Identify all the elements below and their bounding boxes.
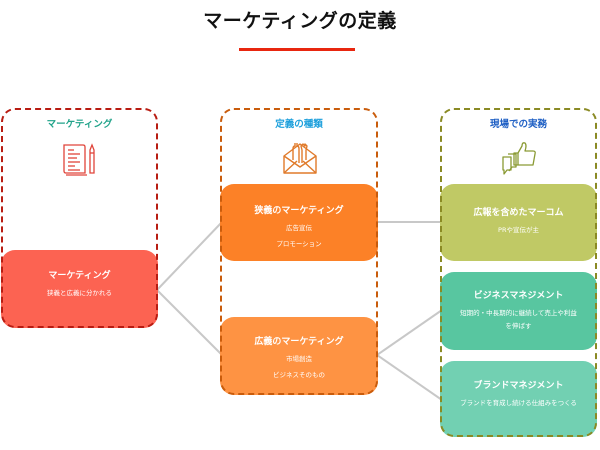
connector-broad-bizmgmt: [376, 309, 443, 356]
column-marketing: マーケティング: [1, 108, 158, 328]
card-line: ビジネスそのもの: [273, 371, 325, 379]
card-title: 狭義のマーケティング: [254, 206, 344, 216]
card-marcom[interactable]: 広報を含めたマーコム PRや宣伝が主: [440, 184, 597, 261]
card-broad-marketing[interactable]: 広義のマーケティング 市場創造 ビジネスそのもの: [220, 317, 378, 395]
column-heading: マーケティング: [46, 119, 113, 130]
card-narrow-marketing[interactable]: 狭義のマーケティング 広告宣伝 プロモーション: [220, 184, 378, 261]
connector-broad-brandmgmt: [376, 354, 443, 401]
connector-marketing-broad: [156, 289, 223, 356]
card-line: ブランドを育成し続ける仕組みをつくる: [460, 399, 577, 407]
column-heading: 定義の種類: [275, 119, 323, 130]
card-line: 市場創造: [286, 355, 312, 363]
card-line: プロモーション: [276, 240, 322, 248]
card-title: ビジネスマネジメント: [473, 291, 564, 301]
title-underline: [239, 48, 355, 51]
card-line: 短期的・中長期的に継続して売上や利益: [460, 309, 577, 317]
card-line: を伸ばす: [505, 322, 532, 330]
envelope-tools-icon: [283, 143, 317, 174]
card-title: 広報を含めたマーコム: [473, 208, 564, 218]
column-definition-types: 定義の種類: [220, 108, 378, 395]
card-line: PRや宣伝が主: [498, 226, 539, 234]
connector-marketing-narrow: [156, 221, 223, 291]
card-title: マーケティング: [48, 271, 111, 281]
card-marketing[interactable]: マーケティング 狭義と広義に分かれる: [1, 250, 158, 328]
card-brand-management[interactable]: ブランドマネジメント ブランドを育成し続ける仕組みをつくる: [440, 361, 597, 437]
card-business-management[interactable]: ビジネスマネジメント 短期的・中長期的に継続して売上や利益 を伸ばす: [440, 272, 597, 350]
card-title: ブランドマネジメント: [473, 381, 564, 391]
card-line: 狭義と広義に分かれる: [47, 289, 112, 297]
column-field-practice: 現場での実務: [440, 108, 597, 437]
card-line: 広告宣伝: [286, 224, 312, 232]
thumbs-up-chat-icon: [502, 142, 536, 175]
column-heading: 現場での実務: [489, 119, 547, 130]
page-title: マーケティングの定義: [203, 10, 397, 32]
card-title: 広義のマーケティング: [254, 337, 344, 347]
document-pencil-icon: [63, 143, 95, 176]
